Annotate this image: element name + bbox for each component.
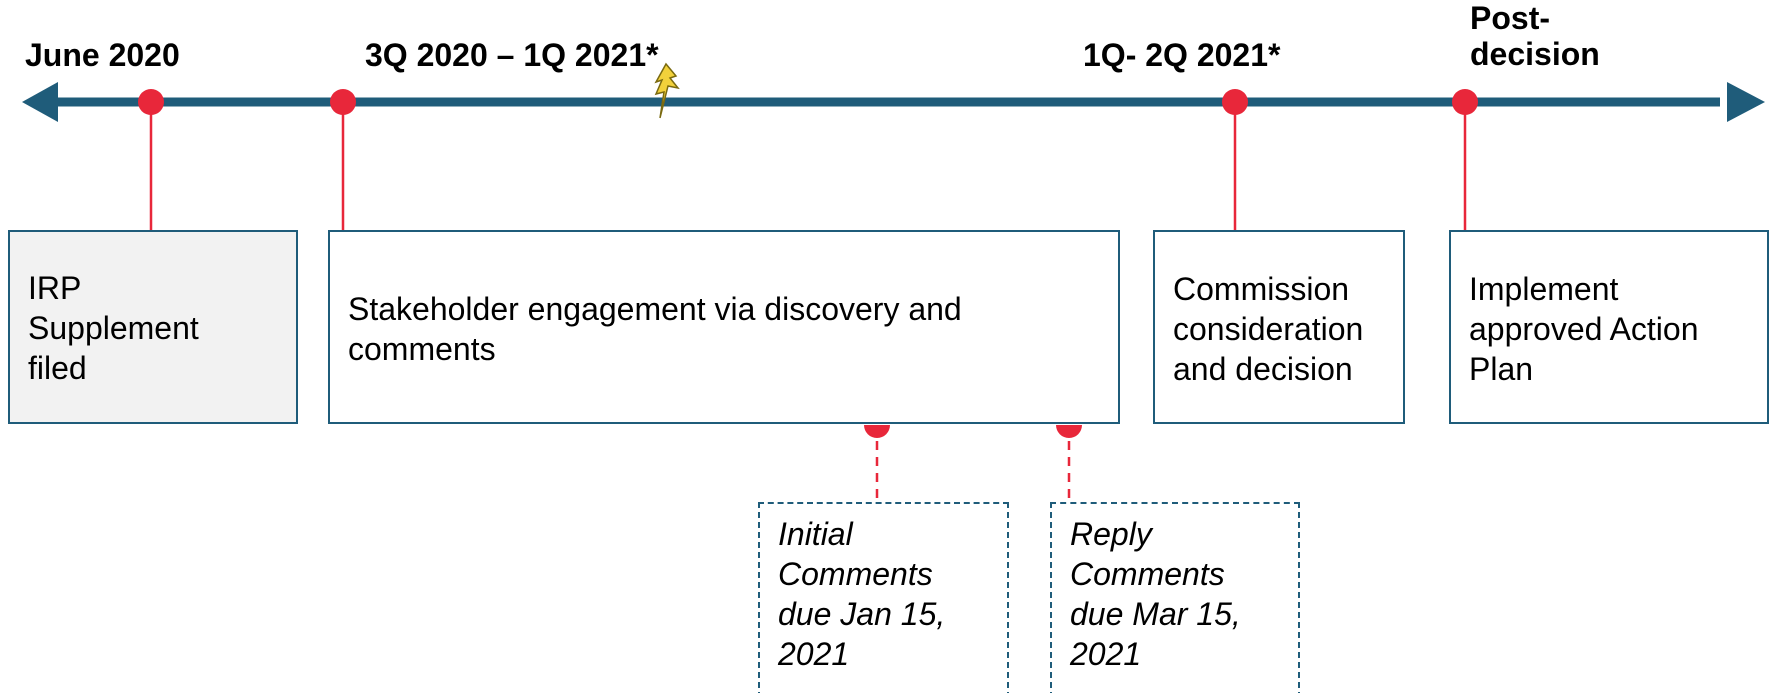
note-box-reply-comments: Reply Comments due Mar 15, 2021	[1050, 502, 1300, 693]
arrow-right-icon	[1727, 82, 1765, 122]
milestone-marker	[1452, 89, 1478, 115]
arrow-left-icon	[22, 82, 58, 122]
sub-milestone-marker	[1056, 425, 1082, 438]
lightning-bolt-icon	[654, 62, 680, 119]
milestone-box-implement-action-plan: Implement approved Action Plan	[1449, 230, 1769, 424]
date-label-post-decision: Post- decision	[1470, 0, 1600, 72]
milestone-box-irp-supplement: IRP Supplement filed	[8, 230, 298, 424]
milestone-marker	[1222, 89, 1248, 115]
milestone-box-stakeholder-engagement: Stakeholder engagement via discovery and…	[328, 230, 1120, 424]
milestone-box-text: Commission consideration and decision	[1173, 271, 1364, 387]
date-label-june-2020: June 2020	[25, 37, 180, 73]
milestone-box-text: Implement approved Action Plan	[1469, 271, 1699, 387]
date-label-commission-period: 1Q- 2Q 2021*	[1083, 37, 1281, 73]
note-box-initial-comments: Initial Comments due Jan 15, 2021	[758, 502, 1009, 693]
note-box-text: Initial Comments due Jan 15, 2021	[778, 516, 946, 672]
note-box-text: Reply Comments due Mar 15, 2021	[1070, 516, 1241, 672]
sub-milestone-marker	[864, 425, 890, 438]
milestone-box-text: IRP Supplement filed	[28, 270, 199, 386]
milestone-marker	[330, 89, 356, 115]
milestone-box-commission-decision: Commission consideration and decision	[1153, 230, 1405, 424]
date-label-stakeholder-period: 3Q 2020 – 1Q 2021*	[365, 37, 659, 73]
milestone-box-text: Stakeholder engagement via discovery and…	[348, 291, 962, 367]
milestone-marker	[138, 89, 164, 115]
